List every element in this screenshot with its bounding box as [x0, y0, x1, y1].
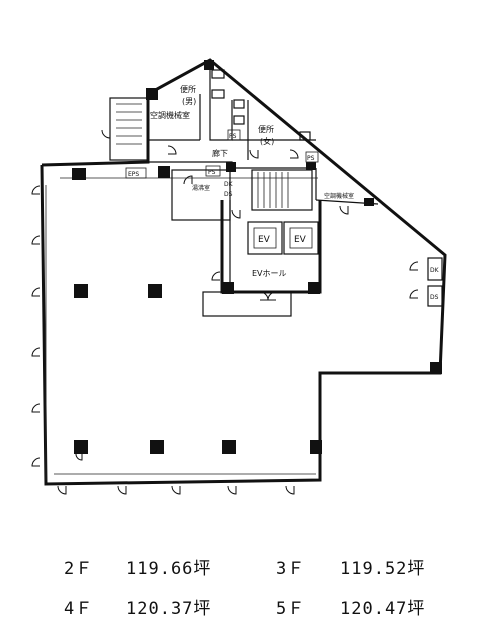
column [150, 440, 164, 454]
column [148, 284, 162, 298]
column [308, 282, 320, 294]
tag-ps-right: PS [307, 155, 315, 162]
column [222, 282, 234, 294]
column [158, 166, 170, 178]
toilet-fixtures [211, 69, 311, 141]
column [306, 162, 316, 170]
area-value: 120.37坪 [126, 599, 212, 619]
tag-ds-2: DS [430, 294, 439, 301]
area-row: 4Ｆ 120.37坪 5Ｆ 120.47坪 [0, 594, 480, 620]
doors [31, 129, 419, 495]
area-value: 119.52坪 [340, 559, 426, 579]
room-label-toilet-women-2: (女) [260, 136, 274, 146]
room-label-toilet-men-2: (男) [182, 97, 196, 106]
column [226, 162, 236, 172]
column [204, 60, 214, 70]
area-floor-label: 2Ｆ [64, 559, 94, 579]
tag-eps: EPS [128, 171, 139, 178]
tag-ds-1: DS [224, 191, 233, 198]
column [74, 284, 88, 298]
tag-ps-toilet: PS [229, 133, 237, 140]
room-label-toilet-men-1: 便所 [180, 84, 196, 94]
area-floor-label: 4Ｆ [64, 599, 94, 619]
column [310, 440, 322, 454]
area-value: 119.66坪 [126, 559, 212, 579]
column [146, 88, 158, 100]
room-label-toilet-women-1: 便所 [258, 124, 274, 134]
column [430, 362, 442, 374]
floor-area-table: 2Ｆ 119.66坪 3Ｆ 119.52坪 4Ｆ 120.37坪 5Ｆ 120.… [0, 548, 480, 628]
room-label-ev-hall: EVホール [252, 269, 287, 278]
room-label-corridor: 廊下 [212, 148, 228, 158]
room-label-water: 湯沸室 [192, 184, 210, 192]
column [222, 440, 236, 454]
column [72, 168, 86, 180]
room-labels: 空調機械室 便所 (男) 便所 (女) 廊下 湯沸室 空調機械室 EVホール [150, 84, 354, 278]
room-label-aircon-right: 空調機械室 [324, 192, 354, 200]
column [364, 198, 374, 206]
structural-columns [72, 60, 442, 454]
floor-plan: 空調機械室 便所 (男) 便所 (女) 廊下 湯沸室 空調機械室 EVホール E… [31, 58, 447, 495]
tag-dk: DK [224, 181, 234, 188]
tag-ev-2: EV [294, 235, 307, 245]
area-value: 120.47坪 [340, 599, 426, 619]
area-row: 2Ｆ 119.66坪 3Ｆ 119.52坪 [0, 554, 480, 580]
tag-dk-2: DK [430, 267, 440, 274]
tag-ps-left: PS [208, 169, 216, 176]
area-floor-label: 5Ｆ [276, 599, 306, 619]
tag-ev-1: EV [258, 235, 271, 245]
column [74, 440, 88, 454]
room-label-aircon-left: 空調機械室 [150, 110, 190, 120]
shaft-tags: EPS PS PS PS DK DS DK DS EV EV [125, 129, 440, 301]
area-floor-label: 3Ｆ [276, 559, 306, 579]
